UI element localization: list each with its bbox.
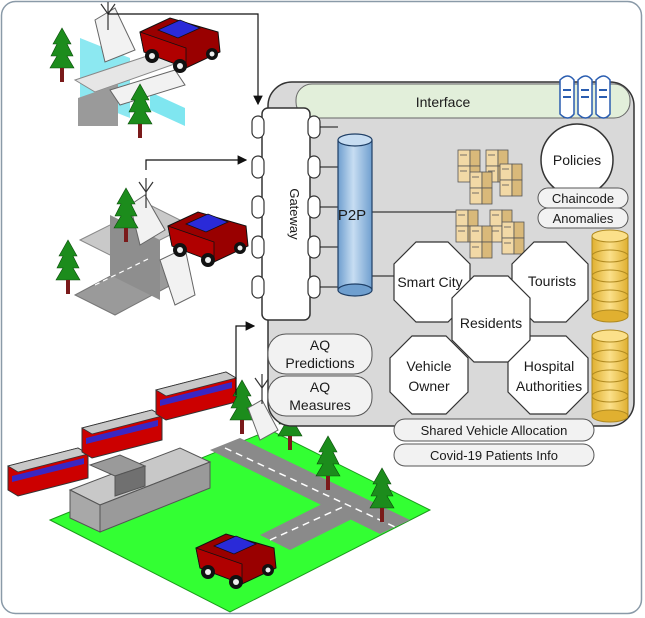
- hospital-label-line2: Authorities: [516, 378, 582, 394]
- policy-scroll-icon: [559, 75, 611, 119]
- stakeholder-group: [389, 241, 589, 415]
- covid-info-pill: [393, 443, 595, 467]
- bridge-scene: [49, 2, 221, 139]
- tourists-node: [511, 241, 589, 323]
- anomalies-pill: [537, 207, 629, 229]
- shared-vehicle-label: Shared Vehicle Allocation: [421, 423, 568, 438]
- aq-measures-label-line1: AQ: [310, 379, 330, 395]
- gateway-node: Gateway: [251, 107, 321, 321]
- city-block-scene: [7, 371, 432, 613]
- gateway-p2p-links: [320, 126, 458, 288]
- residents-label: Residents: [460, 315, 522, 331]
- aq-predictions-label-line2: Predictions: [285, 355, 354, 371]
- vehicle-owner-label-line2: Owner: [408, 378, 450, 394]
- gateway-connectors: [108, 13, 263, 395]
- gateway-label: Gateway: [287, 188, 302, 240]
- hospital-label-line1: Hospital: [524, 358, 575, 374]
- aq-predictions-pill: [267, 333, 373, 375]
- p2p-label: P2P: [338, 207, 366, 224]
- covid-info-label: Covid-19 Patients Info: [430, 448, 558, 463]
- intersection-scene: [55, 178, 249, 316]
- aq-predictions-label-line1: AQ: [310, 337, 330, 353]
- vehicle-owner-node: [389, 335, 469, 415]
- smart-city-node: [393, 241, 471, 323]
- aq-measures-label-line2: Measures: [289, 397, 350, 413]
- smart-city-label: Smart City: [397, 274, 462, 290]
- interface-bar: [295, 83, 631, 119]
- anomalies-label: Anomalies: [553, 211, 614, 226]
- vehicle-owner-label-line1: Vehicle: [406, 358, 451, 374]
- shared-vehicle-pill: [393, 418, 595, 442]
- p2p-network-node: [337, 133, 373, 297]
- aq-measures-pill: [267, 375, 373, 417]
- ledger-database-icon: [591, 229, 629, 423]
- residents-node: [451, 275, 531, 363]
- tourists-label: Tourists: [528, 273, 576, 289]
- chaincode-label: Chaincode: [552, 191, 614, 206]
- hospital-authorities-node: [507, 335, 589, 415]
- policies-label: Policies: [553, 152, 601, 168]
- interface-label: Interface: [416, 94, 471, 110]
